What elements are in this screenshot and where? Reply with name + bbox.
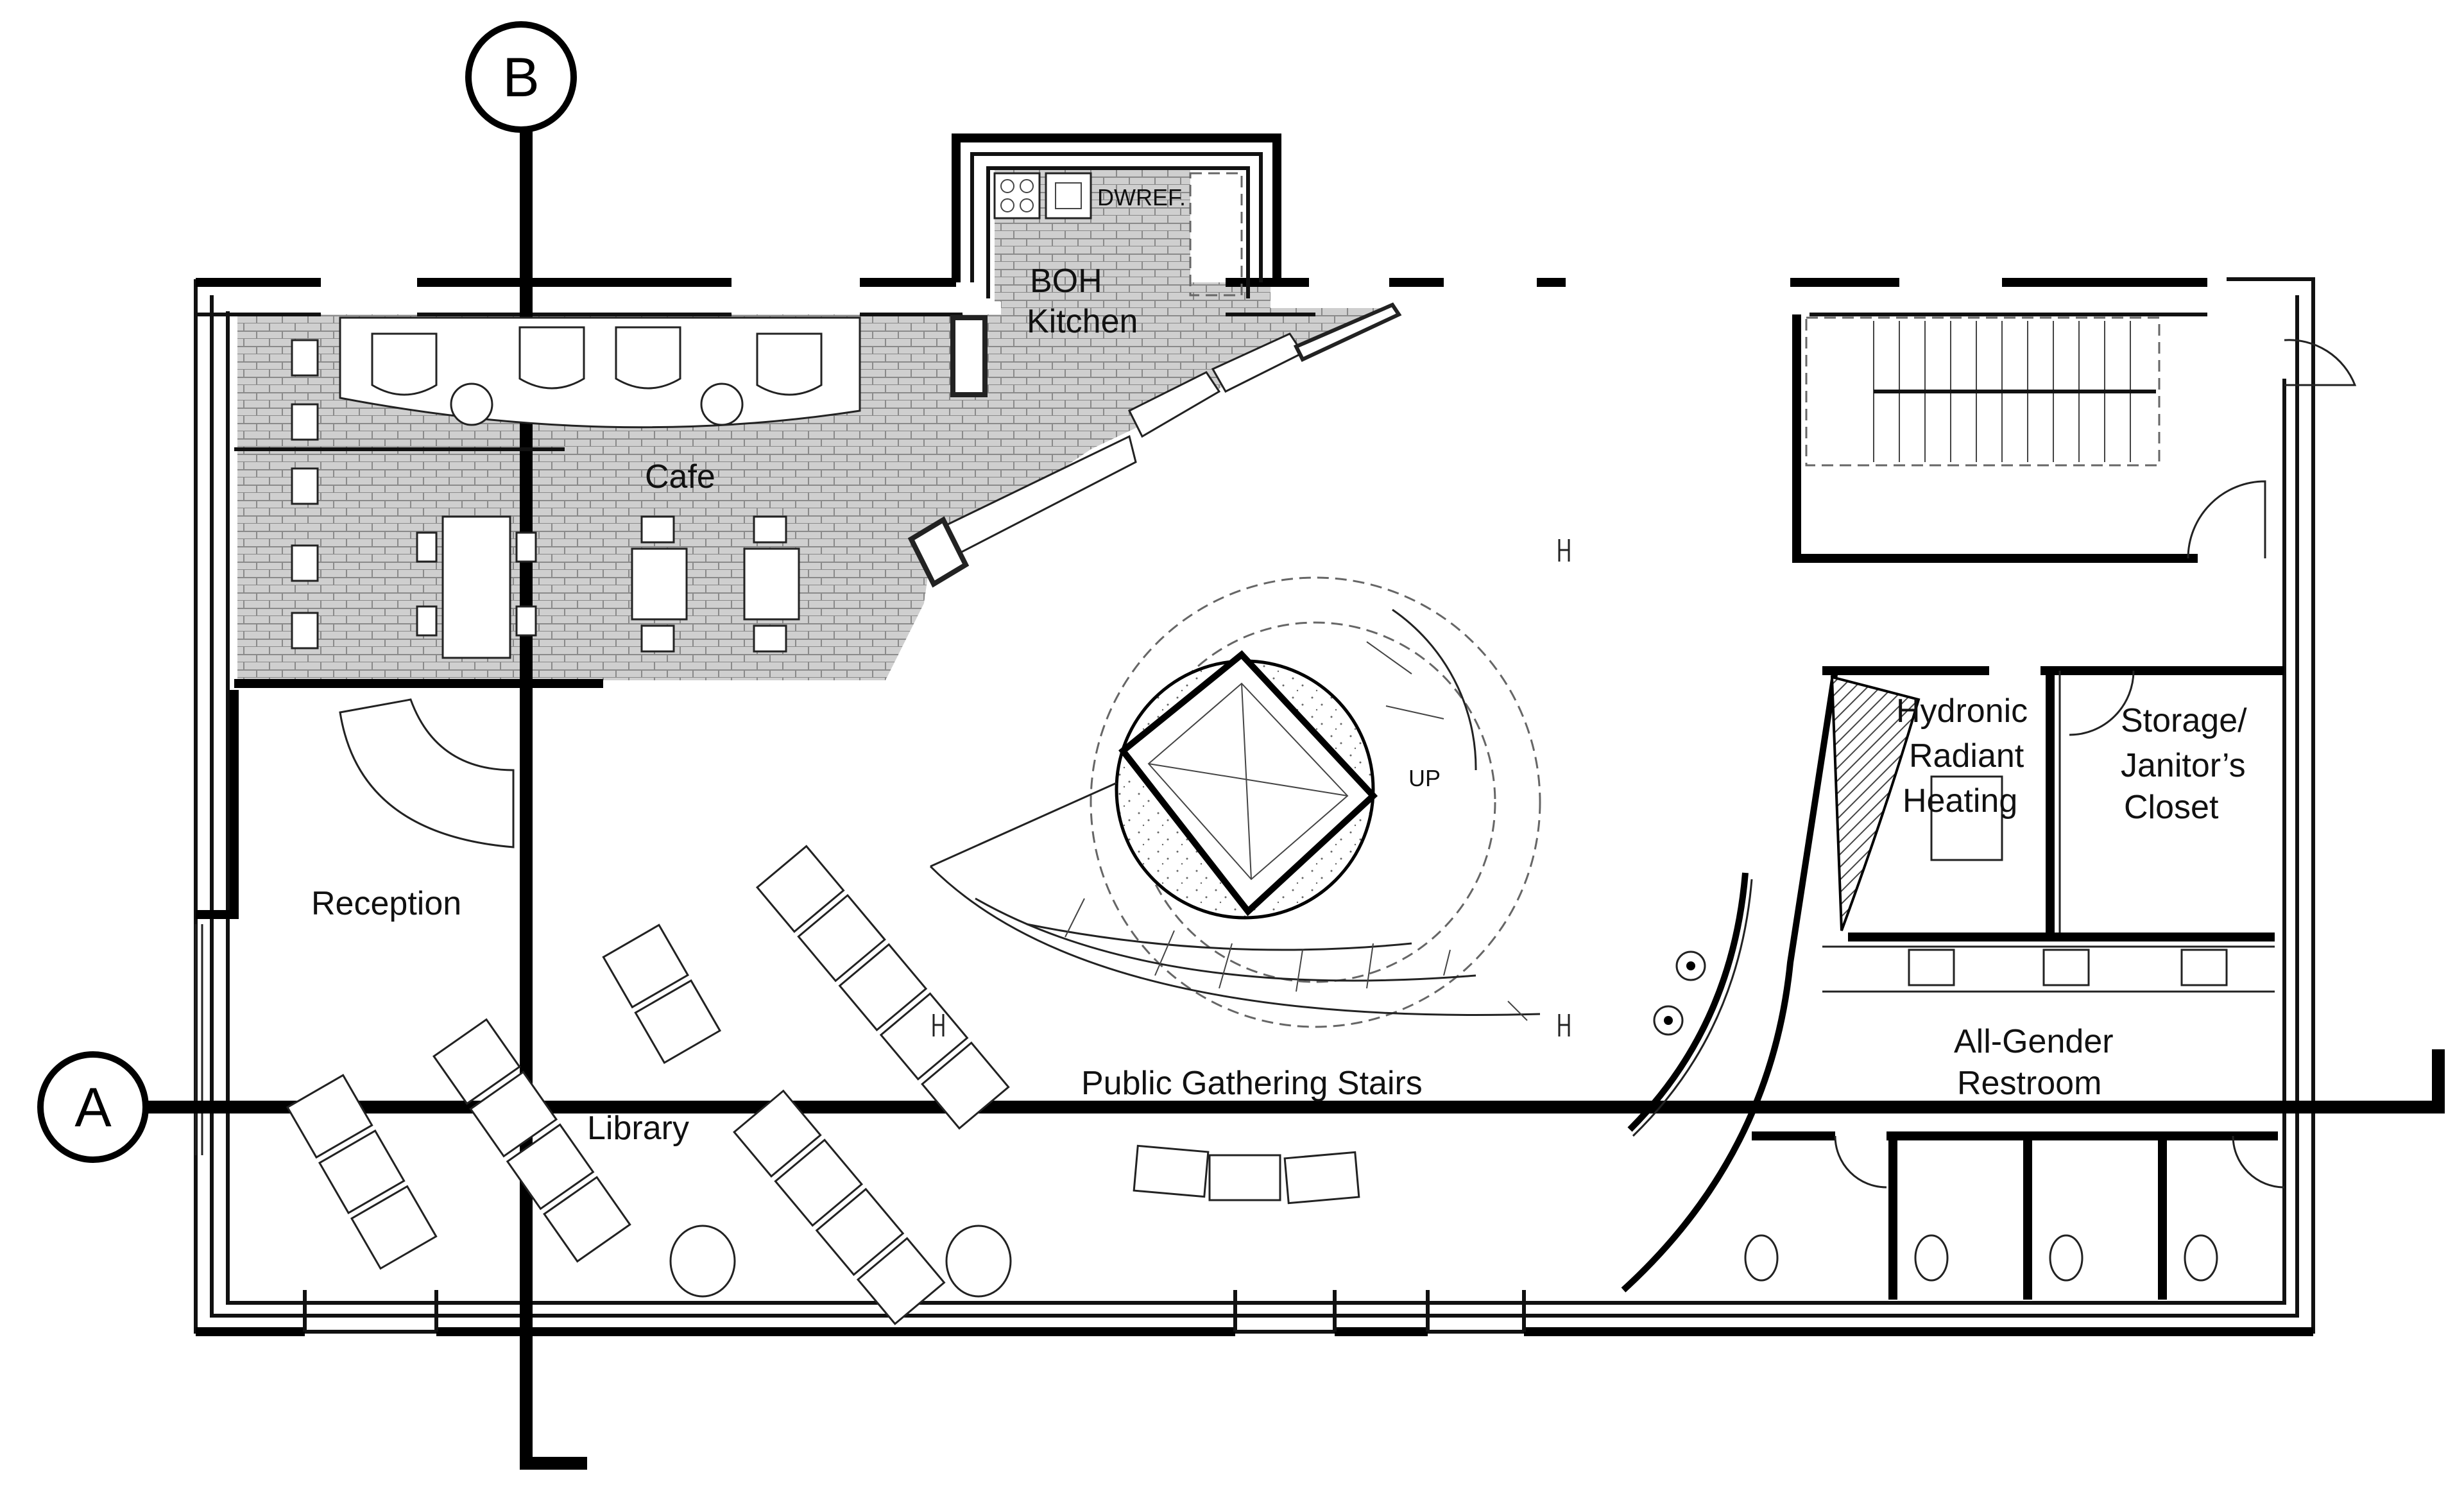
section-marker-a: A — [37, 1051, 149, 1163]
storage-label-line3: Closet — [2124, 789, 2219, 826]
stair-up-label: UP — [1408, 765, 1441, 791]
kitchen-label-line2: Kitchen — [1027, 303, 1138, 340]
reception-desk — [196, 690, 515, 919]
public-stairs-label: Public Gathering Stairs — [1081, 1065, 1423, 1102]
reception-label: Reception — [311, 885, 461, 922]
section-marker-b-label: B — [502, 47, 539, 108]
cafe-furniture — [234, 302, 1402, 688]
cafe-label: Cafe — [645, 458, 715, 495]
restroom-fixtures — [1744, 945, 2285, 1300]
section-marker-b: B — [465, 21, 577, 133]
curved-walls — [1621, 670, 1838, 1293]
kitchen-floor-pattern — [995, 167, 1190, 302]
spiral-stair — [929, 576, 1541, 1028]
storage-label-line1: Storage/ — [2121, 702, 2247, 739]
storage-label-line2: Janitor’s — [2121, 747, 2246, 784]
hydronic-label-line2: Radiant — [1909, 737, 2024, 775]
egress-stair — [1792, 313, 2357, 563]
kitchen-equipment — [950, 172, 1243, 397]
hydronic-label-line1: Hydronic — [1896, 692, 2028, 730]
hydronic-label-line3: Heating — [1903, 782, 2017, 820]
columns — [932, 539, 1570, 1036]
drinking-fountains — [1653, 950, 1706, 1036]
library-label: Library — [587, 1110, 689, 1147]
library-seating — [286, 845, 1360, 1325]
restroom-label-line2: Restroom — [1957, 1065, 2101, 1102]
mechanical-rooms — [1822, 666, 2284, 941]
section-marker-a-label: A — [74, 1077, 112, 1139]
appliance-label: DWREF. — [1097, 184, 1186, 211]
restroom-label-line1: All-Gender — [1954, 1023, 2114, 1060]
kitchen-label-line1: BOH — [1030, 262, 1102, 300]
exterior-walls — [194, 133, 2315, 1336]
